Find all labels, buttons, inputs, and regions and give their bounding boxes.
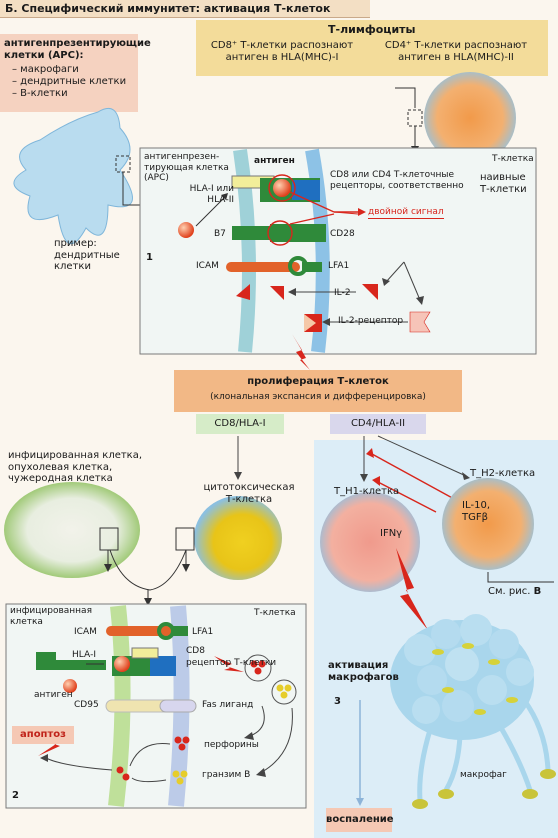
panel2-infected-label: инфицированная клетка [10, 606, 92, 627]
panel2-cd8-label: CD8 [186, 646, 205, 656]
cd8-recognition: CD8⁺ Т‑клетки распознают антиген в HLA(M… [210, 40, 354, 63]
apc-item-dendritic: – дендритные клетки [12, 76, 127, 87]
proliferation-band [174, 370, 462, 412]
tlymph-header-box [196, 20, 548, 76]
tcell-label: Т‑клетка [492, 154, 534, 164]
apc-item-macrophages: – макрофаги [12, 64, 79, 75]
granzyme-label: гранзим B [202, 770, 251, 780]
page-title: Б. Специфический иммунитет: активация Т‑… [5, 2, 331, 15]
b7-label: B7 [214, 229, 226, 239]
panel2-antigen-label: антиген [34, 690, 73, 700]
apc-example: пример: дендритные клетки [54, 238, 120, 272]
macrophage-cell [390, 614, 556, 809]
infected-top-label: инфицированная клетка, опухолевая клетка… [8, 450, 143, 484]
cd4-recognition: CD4⁺ Т‑клетки распознают антиген в HLA(M… [384, 40, 528, 63]
naive-label: наивные Т‑клетки [480, 172, 527, 195]
panel-2-number: 2 [12, 790, 19, 801]
antigen-label: антиген [254, 156, 295, 166]
panel-1-number: 1 [146, 252, 153, 263]
dendritic-cell [13, 108, 133, 245]
cd95-label: CD95 [74, 700, 99, 710]
il2-label: IL‑2 [334, 288, 351, 298]
apoptosis-label: апоптоз [20, 729, 66, 740]
panel2-lfa1-label: LFA1 [192, 627, 214, 637]
icam-label: ICAM [196, 261, 219, 271]
see-fig-label: См. рис. B [488, 586, 542, 597]
apc-heading: антигенпрезентирующие клетки (APC): [4, 38, 151, 61]
hla-label: HLA‑I или HLA‑II [189, 184, 234, 205]
apoptosis-box [12, 726, 74, 744]
infected-cell [4, 482, 140, 578]
th1-label: T_H1‑клетка [334, 486, 400, 497]
proliferation-title: пролиферация Т‑клеток [247, 376, 389, 387]
double-signal-label: двойной сигнал [368, 207, 444, 219]
il10-label: IL‑10, [462, 500, 491, 511]
cd4-hla-label: CD4/HLA‑II [350, 418, 406, 429]
cd28-label: CD28 [330, 229, 355, 239]
lfa1-label: LFA1 [328, 261, 350, 271]
perforins-label: перфорины [204, 740, 259, 750]
tlymph-heading: Т‑лимфоциты [328, 23, 416, 36]
tgf-label: TGFβ [462, 512, 488, 523]
panel2-icam-label: ICAM [74, 627, 97, 637]
macrophage-label: макрофаг [460, 770, 507, 780]
panel-3-number: 3 [334, 696, 341, 707]
ifn-label: IFNγ [380, 528, 403, 539]
th2-label: T_H2‑клетка [470, 468, 536, 479]
ctl-label: цитотоксическая Т‑клетка [203, 482, 295, 505]
fas-label: Fas лиганд [202, 700, 254, 710]
panel-1-frame [139, 147, 537, 355]
panel2-tcr-label: рецептор Т‑клетки [186, 658, 277, 668]
macro-act-label: активация макрофагов [328, 660, 399, 683]
apc-label: антигенпрезен- тирующая клетка (APC) [144, 152, 229, 183]
panel2-tcell-label: Т‑клетка [254, 608, 296, 618]
apc-header-box [0, 34, 138, 112]
receptors-label: CD8 или CD4 Т‑клеточные рецепторы, соотв… [330, 170, 464, 191]
cd8-hla-label: CD8/HLA‑I [214, 418, 266, 429]
inflammation-label: воспаление [326, 814, 394, 825]
title-bar [0, 0, 370, 18]
il2r-label: IL‑2‑рецептор [338, 316, 404, 326]
proliferation-subtitle: (клональная экспансия и дифференцировка) [210, 392, 426, 402]
panel2-hla1-label: HLA‑I [72, 650, 97, 660]
apc-item-bcells: – B‑клетки [12, 88, 68, 99]
naive-tcell [424, 72, 516, 164]
